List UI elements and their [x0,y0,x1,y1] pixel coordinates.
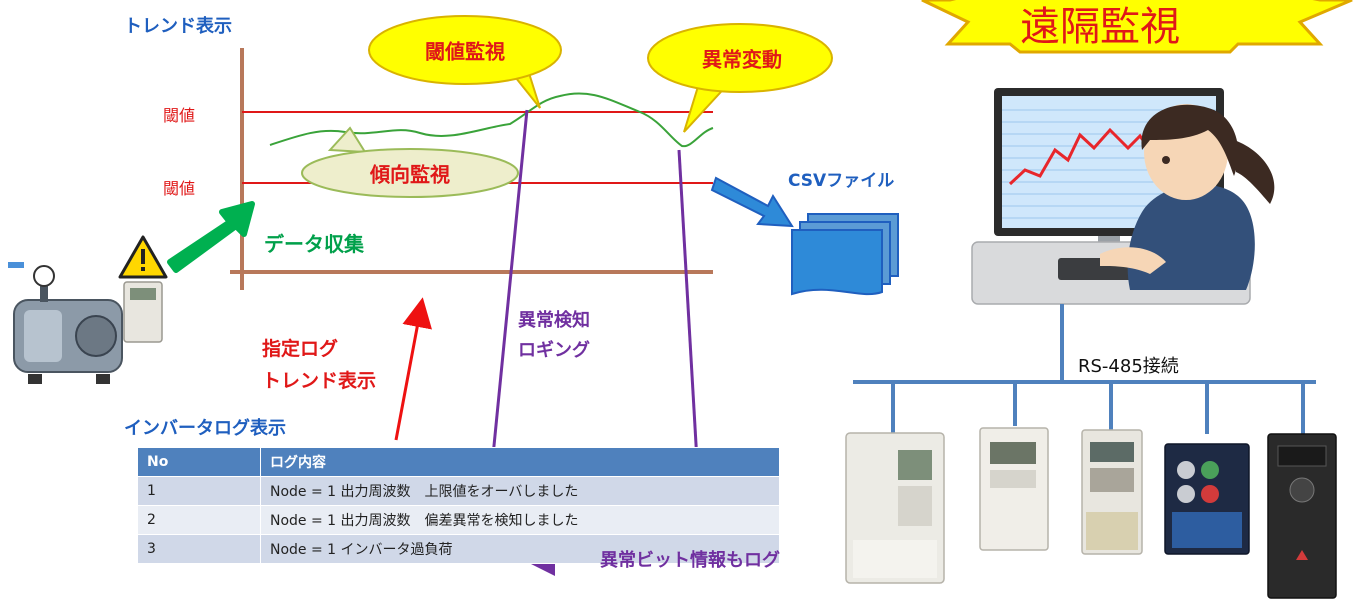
column-header-content: ログ内容 [260,447,780,477]
row-content: Node = 1 出力周波数 上限値をオーバしました [260,476,780,506]
row-content: Node = 1 出力周波数 偏差異常を検知しました [260,505,780,535]
csv-file-icon [791,213,899,296]
log-table: No ログ内容 1 Node = 1 出力周波数 上限値をオーバしました 2 N… [137,447,780,564]
threshold-lower-label: 閾値 [163,179,196,198]
csv-file-label: CSVファイル [788,171,895,191]
table-row: 3 Node = 1 インバータ過負荷 [137,534,780,564]
callout-threshold-shape [368,15,562,109]
rs485-bus [853,304,1316,434]
row-no: 1 [137,476,261,506]
anomaly-arrow-1 [478,109,529,481]
inverter-device-4 [1164,443,1250,555]
warning-icon [118,235,168,279]
csv-arrow [710,176,794,228]
callout-tendency-shape [301,126,519,198]
operator-monitor-icon [971,88,1275,305]
inverter-device-3 [1081,429,1143,555]
callout-anomaly: 異常変動 [702,47,782,72]
threshold-upper-label: 閾値 [163,106,196,125]
log-table-header: No ログ内容 [137,447,780,477]
column-header-no: No [137,447,261,477]
bit-info-label: 異常ビット情報もログ [600,550,780,571]
rs485-label: RS-485接続 [1078,356,1179,377]
log-trend-label-2: トレンド表示 [262,370,377,392]
row-no: 3 [137,534,261,564]
log-trend-label-1: 指定ログ [262,338,339,360]
row-content: Node = 1 インバータ過負荷 [260,534,780,564]
callout-tendency: 傾向監視 [370,162,450,187]
inverter-device-1 [845,432,945,584]
trend-title: トレンド表示 [124,16,232,37]
vacuum-pump-icon [8,262,123,384]
data-collection-label: データ収集 [264,232,364,256]
callout-threshold: 閾値監視 [425,39,505,64]
log-table-title: インバータログ表示 [124,418,286,439]
anomaly-detect-label-1: 異常検知 [518,310,590,331]
callout-anomaly-shape [647,23,833,133]
data-collection-arrow [167,201,255,273]
trend-curve [269,92,714,148]
table-row: 2 Node = 1 出力周波数 偏差異常を検知しました [137,505,780,535]
banner-starburst [921,0,1353,54]
anomaly-arrow-2 [677,149,714,511]
banner-text: 遠隔監視 [1020,4,1180,50]
inverter-device-2 [979,427,1049,551]
inverter-icon [123,281,163,343]
anomaly-detect-label-2: ロギング [518,340,590,361]
log-trend-arrow [394,297,432,441]
inverter-device-5 [1267,433,1337,599]
row-no: 2 [137,505,261,535]
table-row: 1 Node = 1 出力周波数 上限値をオーバしました [137,476,780,506]
